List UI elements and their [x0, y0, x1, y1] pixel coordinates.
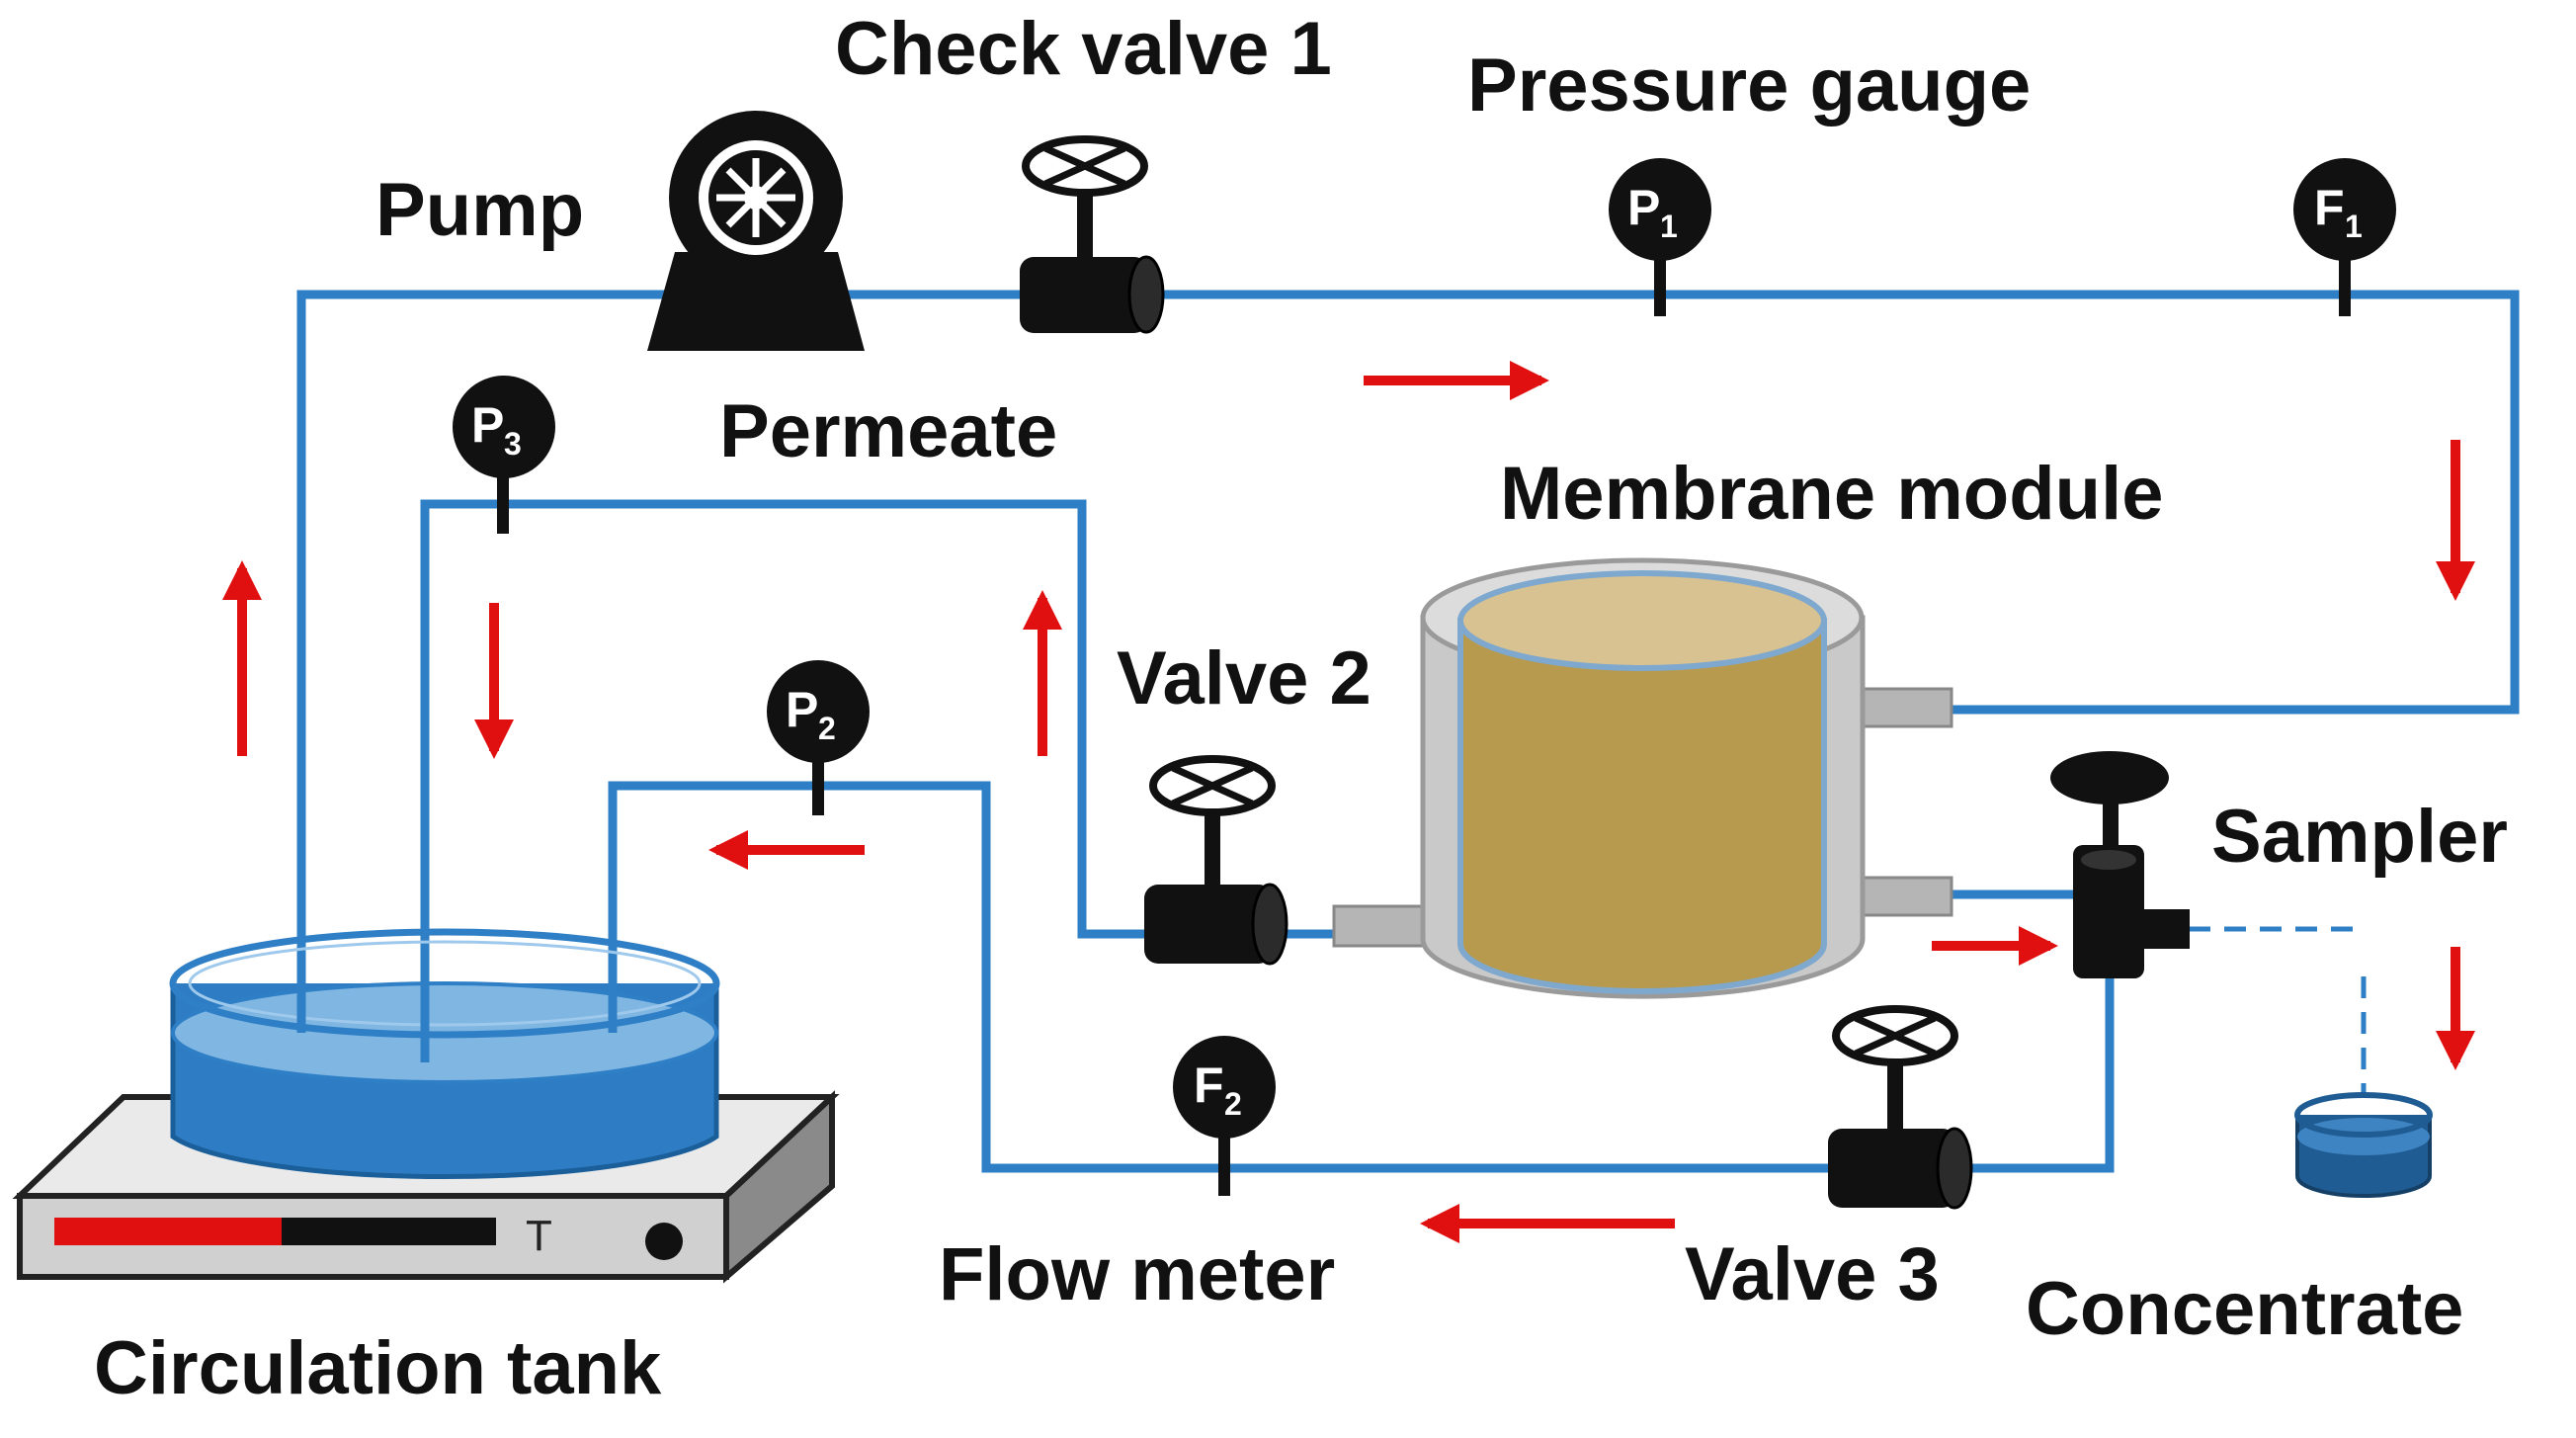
label-pressure-gauge: Pressure gauge [1467, 43, 2031, 127]
gauge-f1-icon: F 1 [2293, 158, 2396, 316]
heater-knob[interactable] [645, 1223, 683, 1260]
check-valve-1-icon[interactable] [1020, 135, 1165, 334]
label-membrane-module: Membrane module [1500, 452, 2163, 536]
circulation-tank: T [12, 928, 840, 1284]
gauge-p1-icon: P 1 [1609, 158, 1711, 316]
svg-text:1: 1 [1660, 209, 1678, 244]
heater-temp-label: T [526, 1212, 552, 1260]
valve-3-icon[interactable] [1828, 1005, 1973, 1210]
gauge-f2-icon: F 2 [1173, 1036, 1276, 1196]
gauge-p3-icon: P 3 [453, 376, 555, 534]
sampler-icon[interactable] [2050, 751, 2190, 978]
label-sampler: Sampler [2211, 795, 2508, 879]
sample-line [2189, 926, 2367, 1095]
svg-text:P: P [786, 682, 818, 737]
label-valve-3: Valve 3 [1685, 1232, 1940, 1316]
pump-icon[interactable] [647, 111, 865, 351]
feed-pipe [296, 290, 2520, 1033]
svg-text:P: P [471, 397, 504, 453]
label-valve-2: Valve 2 [1117, 636, 1371, 720]
svg-text:2: 2 [1224, 1086, 1242, 1122]
label-pump: Pump [375, 168, 584, 252]
svg-text:P: P [1627, 180, 1660, 235]
svg-text:3: 3 [504, 426, 522, 462]
gauge-p2-icon: P 2 [767, 660, 870, 815]
membrane-module [1332, 557, 1953, 999]
concentrate-beaker-icon [2294, 1092, 2433, 1198]
label-flow-meter: Flow meter [939, 1232, 1335, 1316]
heater-level-fill [54, 1218, 282, 1245]
label-check-valve-1: Check valve 1 [835, 7, 1332, 91]
tank-beaker [169, 928, 720, 1180]
label-concentrate: Concentrate [2026, 1267, 2463, 1351]
label-permeate: Permeate [719, 389, 1057, 473]
svg-text:1: 1 [2345, 209, 2363, 244]
valve-2-icon[interactable] [1144, 755, 1288, 966]
svg-text:F: F [1194, 1057, 1224, 1113]
label-circulation-tank: Circulation tank [94, 1326, 662, 1410]
svg-text:F: F [2314, 180, 2345, 235]
return-pipe [608, 781, 2115, 1173]
svg-text:2: 2 [818, 711, 836, 746]
